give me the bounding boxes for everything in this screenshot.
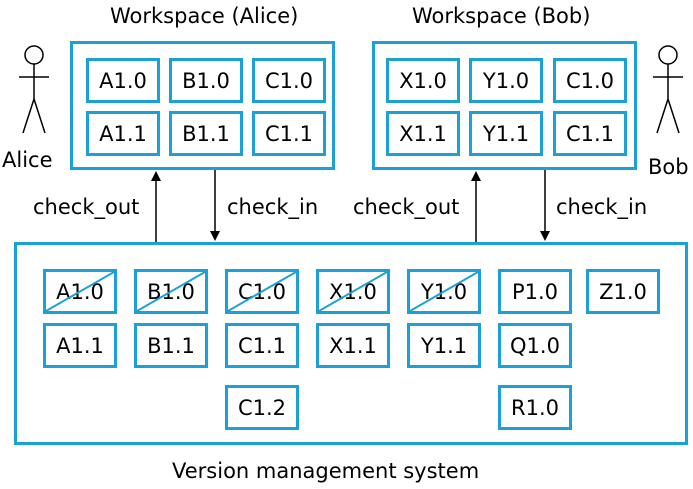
superseded-strike-icon (137, 272, 205, 311)
version-system-title: Version management system (172, 459, 480, 483)
alice-actor-icon (19, 45, 49, 134)
workspace-item: B1.1 (169, 111, 243, 156)
version-item: R1.0 (498, 385, 572, 430)
workspace-item: C1.1 (252, 111, 326, 156)
version-item: B1.0 (134, 269, 208, 314)
version-item: A1.1 (43, 323, 117, 368)
version-item: P1.0 (498, 269, 572, 314)
workspace-item: C1.0 (252, 58, 326, 103)
version-item: Q1.0 (498, 323, 572, 368)
workspace-item: C1.1 (553, 111, 627, 156)
version-item: Y1.1 (407, 323, 481, 368)
version-item: B1.1 (134, 323, 208, 368)
workspace-item: C1.0 (553, 58, 627, 103)
alice-actor-label: Alice (2, 148, 53, 172)
bob-actor-label: Bob (648, 155, 689, 179)
version-item: Z1.0 (586, 269, 660, 314)
superseded-strike-icon (46, 272, 114, 311)
alice-check-in-label: check_in (227, 195, 319, 219)
bob-check-out-label: check_out (353, 195, 460, 219)
version-item: C1.0 (225, 269, 299, 314)
bob-check-in-label: check_in (556, 195, 648, 219)
workspace-item: A1.0 (86, 58, 160, 103)
workspace-item: B1.0 (169, 58, 243, 103)
version-item: Y1.0 (407, 269, 481, 314)
version-item: X1.0 (316, 269, 390, 314)
superseded-strike-icon (410, 272, 478, 311)
workspace-bob-title: Workspace (Bob) (412, 4, 591, 28)
version-item: X1.1 (316, 323, 390, 368)
version-item: C1.2 (225, 385, 299, 430)
workspace-item: A1.1 (86, 111, 160, 156)
workspace-item: X1.0 (386, 58, 460, 103)
workspace-bob-box: X1.0 Y1.0 C1.0 X1.1 Y1.1 C1.1 (372, 41, 637, 170)
workspace-alice-box: A1.0 B1.0 C1.0 A1.1 B1.1 C1.1 (70, 41, 335, 170)
alice-check-out-label: check_out (33, 195, 140, 219)
superseded-strike-icon (319, 272, 387, 311)
workspace-alice-title: Workspace (Alice) (110, 4, 299, 28)
workspace-item: Y1.0 (469, 58, 543, 103)
workspace-item: Y1.1 (469, 111, 543, 156)
workspace-item: X1.1 (386, 111, 460, 156)
bob-actor-icon (653, 45, 683, 134)
version-system-box: A1.0 B1.0 C1.0 X1.0 Y1.0 P1.0 Z1.0 A1.1 … (14, 242, 688, 445)
version-item: C1.1 (225, 323, 299, 368)
superseded-strike-icon (228, 272, 296, 311)
version-item: A1.0 (43, 269, 117, 314)
